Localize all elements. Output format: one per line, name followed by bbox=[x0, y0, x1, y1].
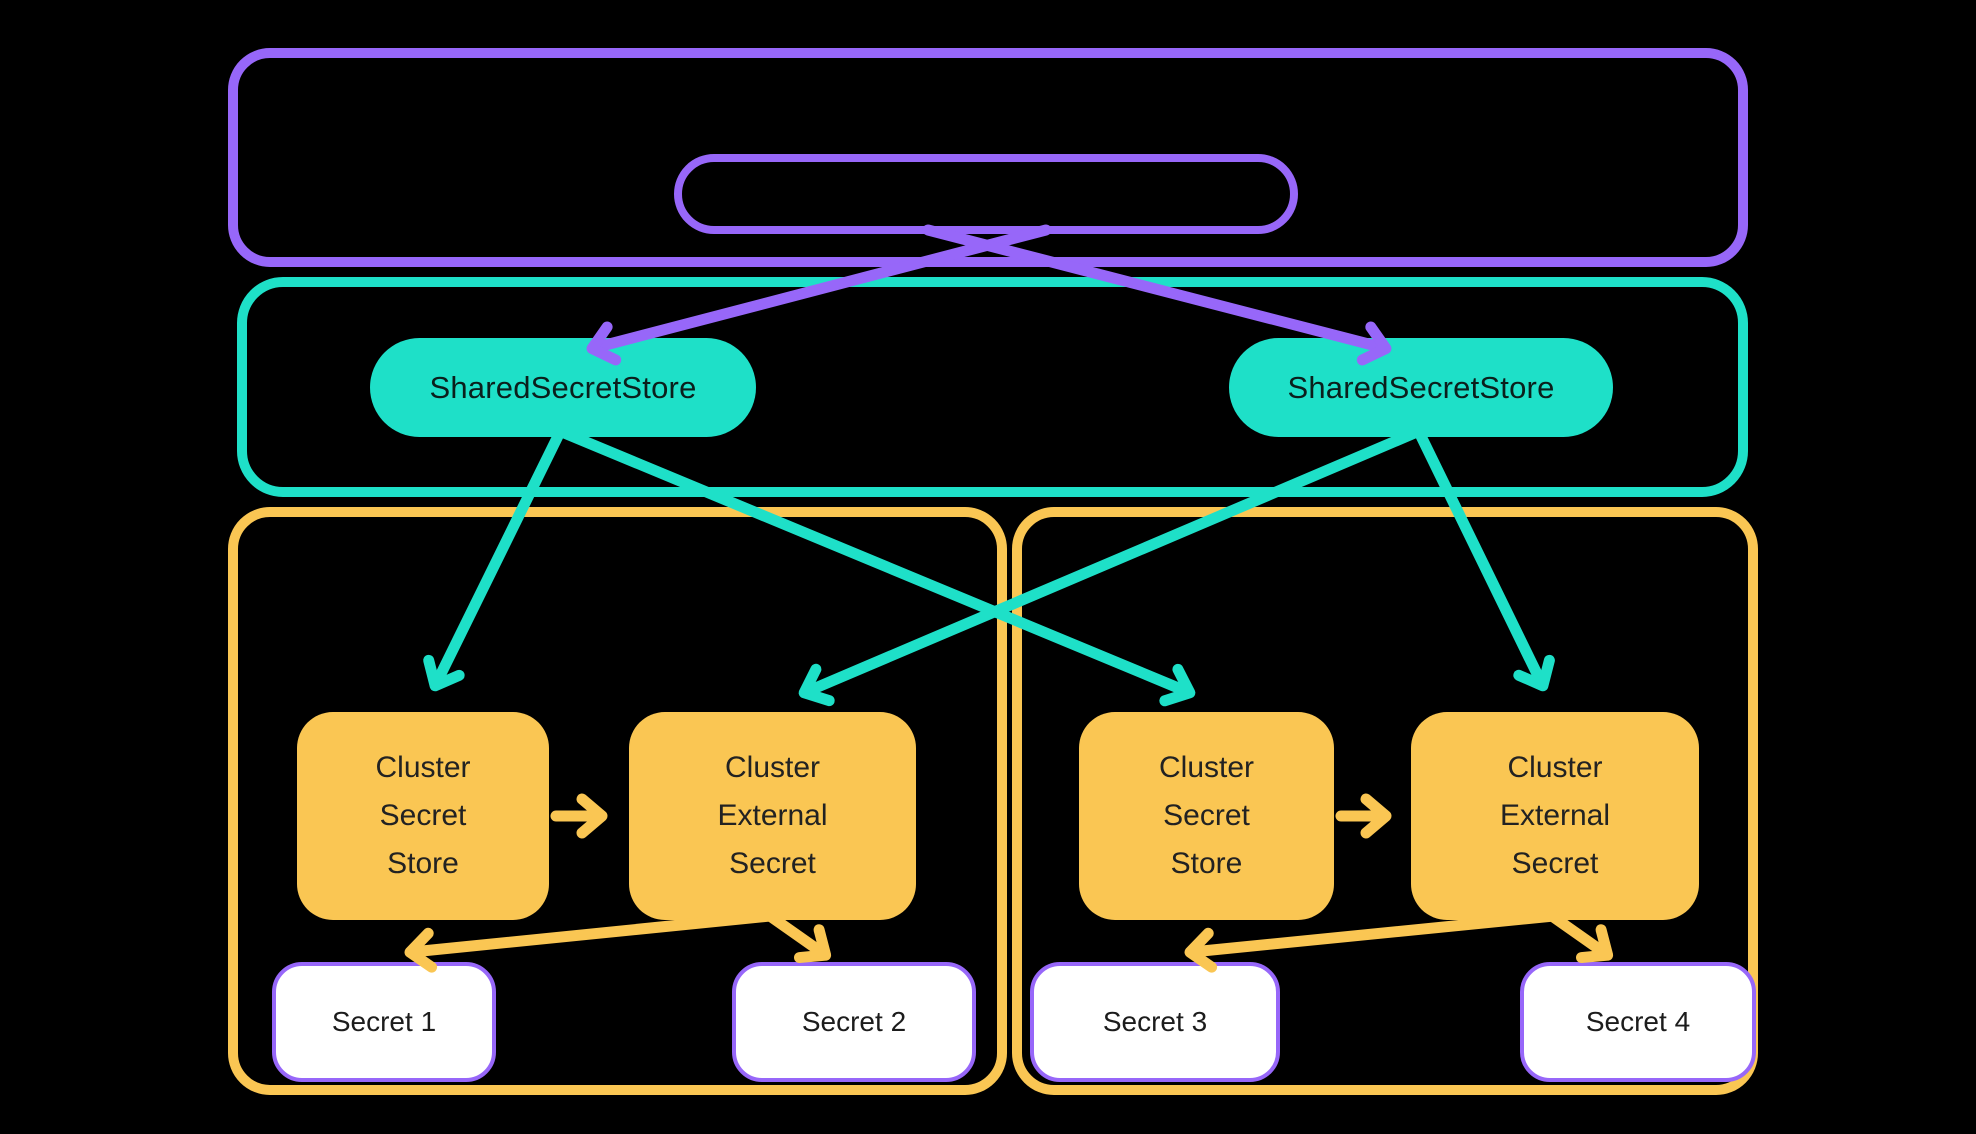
node-label-line: Cluster bbox=[1507, 751, 1603, 784]
cluster-2-external-secret-node: Cluster External Secret bbox=[1411, 712, 1699, 920]
node-label-line: Store bbox=[1170, 847, 1243, 880]
node-label-line: Cluster bbox=[1158, 751, 1255, 784]
secret-4-label: Secret 4 bbox=[1585, 1006, 1691, 1037]
secret-3-node: Secret 3 bbox=[1030, 962, 1280, 1082]
node-label-line: Secret bbox=[379, 799, 467, 832]
secret-2-node: Secret 2 bbox=[732, 962, 976, 1082]
node-label-line: External bbox=[717, 799, 828, 832]
node-label-line: External bbox=[1499, 799, 1611, 832]
cluster-2-secret-store-node: Cluster Secret Store bbox=[1079, 712, 1334, 920]
shared-secret-store-left-label: SharedSecretStore bbox=[429, 369, 697, 405]
secret-4-node: Secret 4 bbox=[1520, 962, 1756, 1082]
shared-secret-store-right: SharedSecretStore bbox=[1229, 338, 1613, 437]
node-label-line: Store bbox=[387, 847, 459, 880]
secret-1-label: Secret 1 bbox=[331, 1006, 437, 1037]
secret-1-node: Secret 1 bbox=[272, 962, 496, 1082]
node-label-line: Secret bbox=[729, 847, 816, 880]
shared-secret-store-right-label: SharedSecretStore bbox=[1287, 369, 1555, 405]
node-label-line: Cluster bbox=[724, 751, 821, 784]
shared-secret-store-left: SharedSecretStore bbox=[370, 338, 756, 437]
node-label-line: Cluster bbox=[375, 751, 471, 784]
cluster-1-secret-store-node: Cluster Secret Store bbox=[297, 712, 549, 920]
secret-3-label: Secret 3 bbox=[1102, 1006, 1208, 1037]
node-label-line: Secret bbox=[1163, 799, 1250, 832]
secret-2-label: Secret 2 bbox=[801, 1006, 907, 1037]
cluster-1-external-secret-node: Cluster External Secret bbox=[629, 712, 916, 920]
top-inner-pill bbox=[674, 154, 1298, 234]
node-label-line: Secret bbox=[1511, 847, 1599, 880]
